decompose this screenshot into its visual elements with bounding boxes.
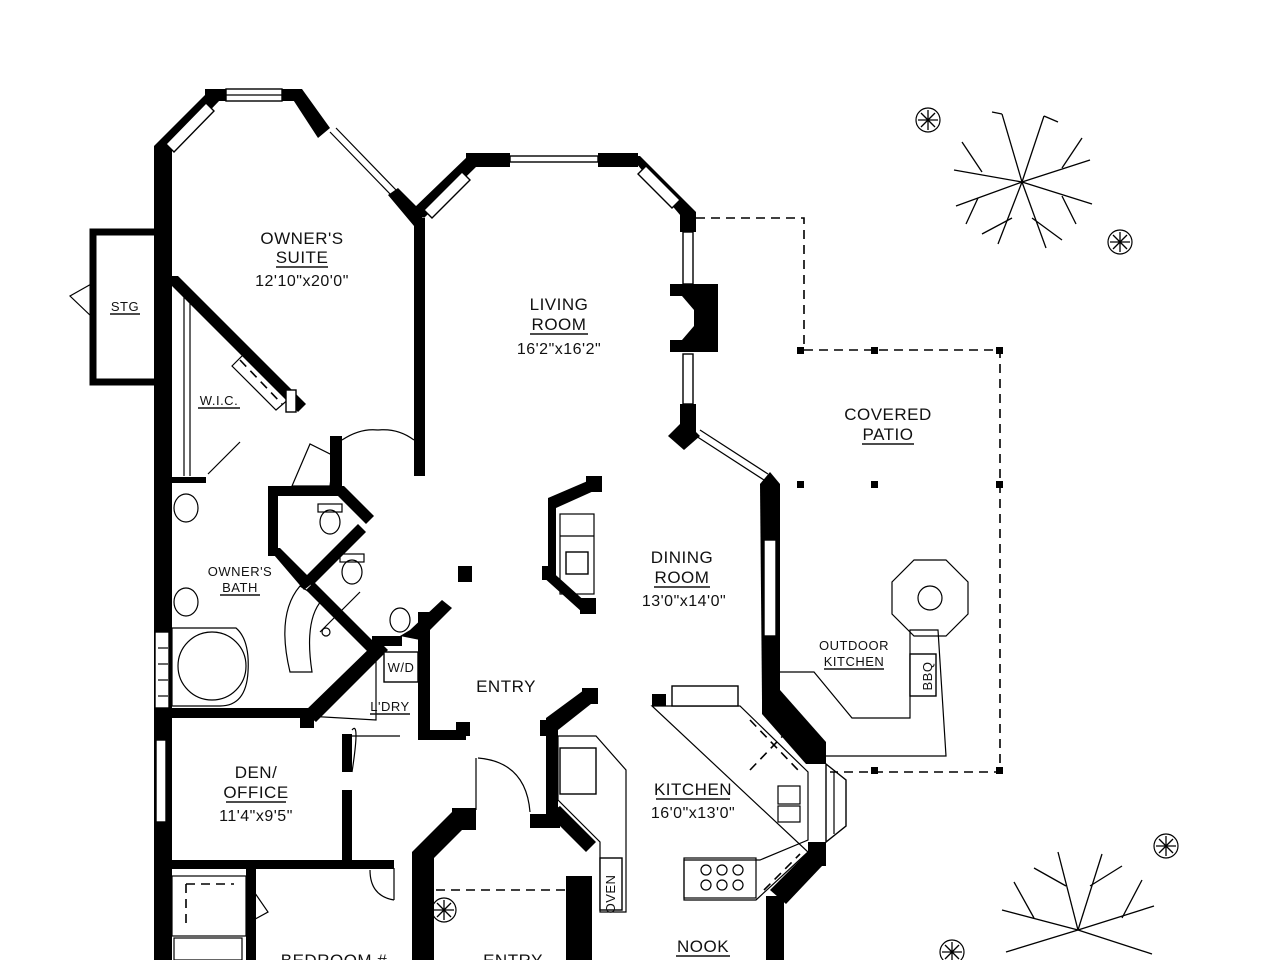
owners-bath-label: OWNER'S BATH: [208, 564, 272, 596]
fixtures: [171, 296, 809, 960]
den-office-label: DEN/ OFFICE 11'4"x9'5": [219, 763, 293, 825]
owners-suite-name-1: OWNER'S: [260, 229, 343, 248]
stg-name: STG: [111, 299, 139, 314]
owners-bath-name-1: OWNER'S: [208, 564, 272, 579]
nook-name: NOOK: [677, 937, 729, 956]
oven-name: OVEN: [603, 875, 618, 914]
bbq-label: BBQ: [920, 662, 935, 691]
stg-label: STG: [110, 299, 140, 315]
living-room-name-2: ROOM: [532, 315, 587, 334]
den-office-name-2: OFFICE: [223, 783, 288, 802]
bbq-name: BBQ: [920, 662, 935, 691]
oven-label: OVEN: [603, 875, 618, 914]
covered-patio-outline: [696, 217, 1003, 774]
laundry-name: L'DRY: [370, 699, 409, 714]
tree-icon: [953, 111, 1093, 249]
living-room-label: LIVING ROOM 16'2"x16'2": [517, 295, 601, 358]
covered-patio-name-1: COVERED: [844, 405, 932, 424]
kitchen-label: KITCHEN 16'0"x13'0": [651, 780, 735, 822]
walls: [69, 89, 826, 960]
outdoor-kitchen-name-2: KITCHEN: [824, 654, 885, 669]
entry-name: ENTRY: [476, 677, 536, 696]
front-entry-label: ENTRY: [483, 951, 543, 960]
bedroom-label: BEDROOM #: [281, 951, 388, 960]
covered-patio-label: COVERED PATIO: [844, 405, 932, 445]
entry-label: ENTRY: [476, 677, 536, 696]
dining-room-name-2: ROOM: [655, 568, 710, 587]
tree-icon: [1001, 851, 1155, 955]
dining-room-name-1: DINING: [651, 548, 714, 567]
owners-bath-name-2: BATH: [222, 580, 258, 595]
washer-dryer-label: W/D: [388, 660, 415, 675]
living-room-dims: 16'2"x16'2": [517, 341, 601, 358]
dining-room-label: DINING ROOM 13'0"x14'0": [642, 548, 726, 610]
front-entry-name: ENTRY: [483, 951, 543, 960]
washer-dryer-name: W/D: [388, 660, 415, 675]
den-office-name-1: DEN/: [235, 763, 278, 782]
owners-suite-dims: 12'10"x20'0": [255, 273, 349, 290]
owners-suite-name-2: SUITE: [276, 248, 329, 267]
windows: [154, 88, 847, 844]
nook-label: NOOK: [676, 937, 730, 957]
wic-label: W.I.C.: [198, 393, 240, 409]
outdoor-kitchen-label: OUTDOOR KITCHEN: [819, 638, 889, 670]
living-room-name-1: LIVING: [530, 295, 589, 314]
wic-name: W.I.C.: [200, 393, 238, 408]
den-office-dims: 11'4"x9'5": [219, 808, 293, 825]
kitchen-name: KITCHEN: [654, 780, 732, 799]
shrub-icon: [431, 107, 1179, 960]
bedroom-name: BEDROOM #: [281, 951, 388, 960]
covered-patio-name-2: PATIO: [863, 425, 914, 444]
dining-room-dims: 13'0"x14'0": [642, 593, 726, 610]
outdoor-kitchen-name-1: OUTDOOR: [819, 638, 889, 653]
laundry-label: L'DRY: [370, 699, 410, 715]
outdoor-kitchen-counter: [780, 559, 969, 757]
owners-suite-label: OWNER'S SUITE 12'10"x20'0": [255, 229, 349, 290]
kitchen-dims: 16'0"x13'0": [651, 805, 735, 822]
